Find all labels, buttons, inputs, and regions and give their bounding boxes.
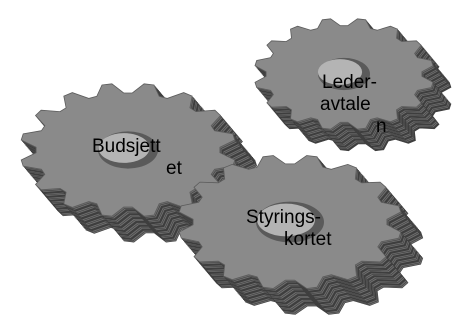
- gear-label-line: Styrings-: [246, 207, 321, 228]
- gear-label-line: et: [166, 158, 182, 179]
- gear-label-budsjettet: Budsjett et: [92, 136, 182, 180]
- gear-label-line: kortet: [284, 229, 332, 250]
- gear-label-line: n: [376, 116, 387, 137]
- gear-label-line: Leder-: [322, 72, 377, 93]
- gear-hub: [257, 203, 315, 237]
- gear-hub: [317, 59, 363, 85]
- gear-lederavtalen: [254, 18, 452, 152]
- gear-hub: [98, 133, 150, 163]
- gear-label-lederavtalen: Leder- avtale n: [318, 72, 387, 138]
- gear-label-styringskortet: Styrings- kortet: [246, 207, 332, 251]
- gear-label-line: Budsjett: [92, 136, 161, 157]
- gear-label-line: avtale: [320, 94, 371, 115]
- gear-styringskortet: [178, 155, 424, 315]
- gear-budsjettet: [20, 83, 258, 243]
